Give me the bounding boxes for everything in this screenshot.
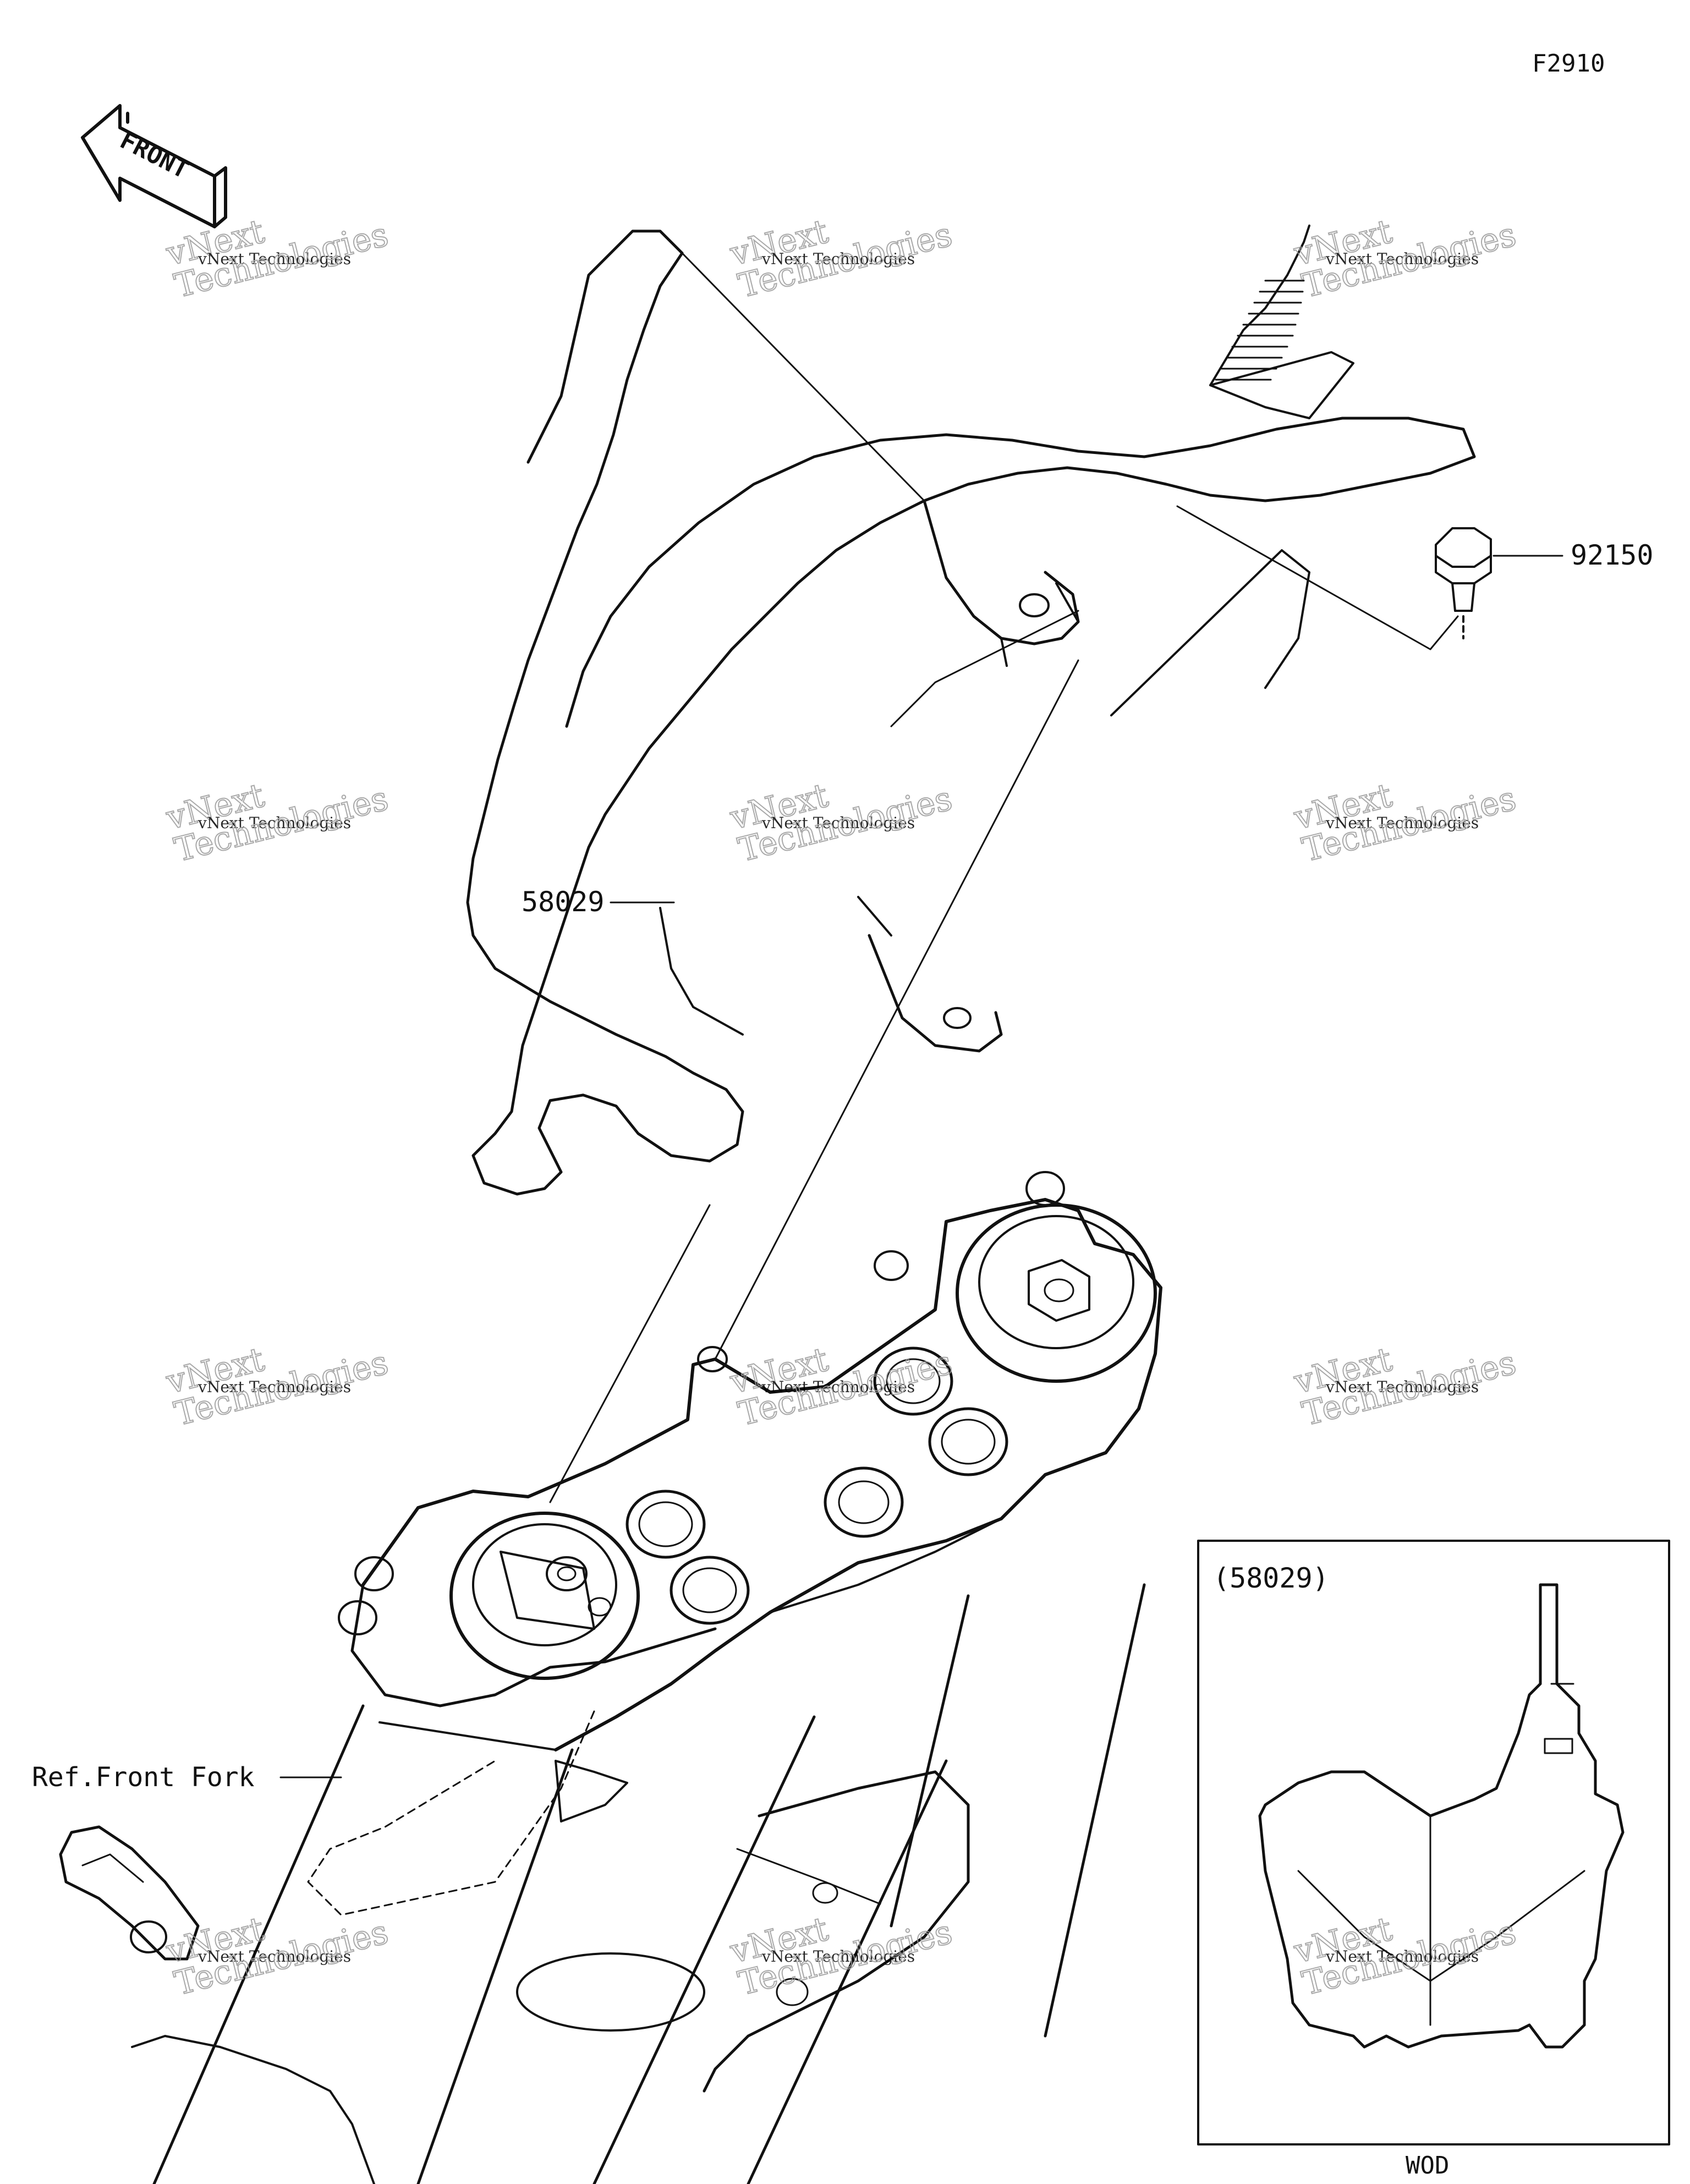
callout-92150: 92150 (1571, 539, 1654, 571)
watermark-line: vNext Technologies (761, 1947, 915, 1966)
watermark-line: vNext Technologies (1325, 1947, 1479, 1966)
watermark-line: vNext Technologies (197, 250, 351, 268)
watermark-line: vNext Technologies (761, 1378, 915, 1396)
callout-ref-front-fork: Ref.Front Fork (32, 1762, 255, 1793)
guide-line-left (549, 1204, 711, 1503)
front-fork-assembly (59, 1171, 1162, 2184)
inset-part-ref: (58029) (1213, 1562, 1329, 1594)
watermarks: vNext vNext Technologies Technologies vN… (162, 212, 1521, 2004)
watermark-line: vNext Technologies (197, 814, 351, 832)
bolt-92150 (1435, 527, 1492, 639)
watermark-line: vNext Technologies (1325, 814, 1479, 832)
watermark-line: vNext Technologies (197, 1947, 351, 1966)
watermark-line: vNext Technologies (761, 814, 915, 832)
callout-58029: 58029 (522, 886, 605, 918)
watermark-line: vNext Technologies (761, 250, 915, 268)
number-plate-58029 (466, 225, 1476, 1196)
leader-bolt-to-plate (1176, 505, 1459, 650)
inset-frame (1197, 1540, 1670, 2145)
watermark-line: vNext Technologies (1325, 1378, 1479, 1396)
watermark-line: vNext Technologies (1325, 250, 1479, 268)
figure-code: F2910 (1532, 50, 1605, 78)
inset-number-plate-wod (1258, 1583, 1625, 2049)
front-arrow-icon (81, 104, 227, 228)
inset-variant-label: WOD (1406, 2152, 1449, 2180)
guide-line-right (714, 659, 1079, 1360)
watermark-line: vNext Technologies (197, 1378, 351, 1396)
